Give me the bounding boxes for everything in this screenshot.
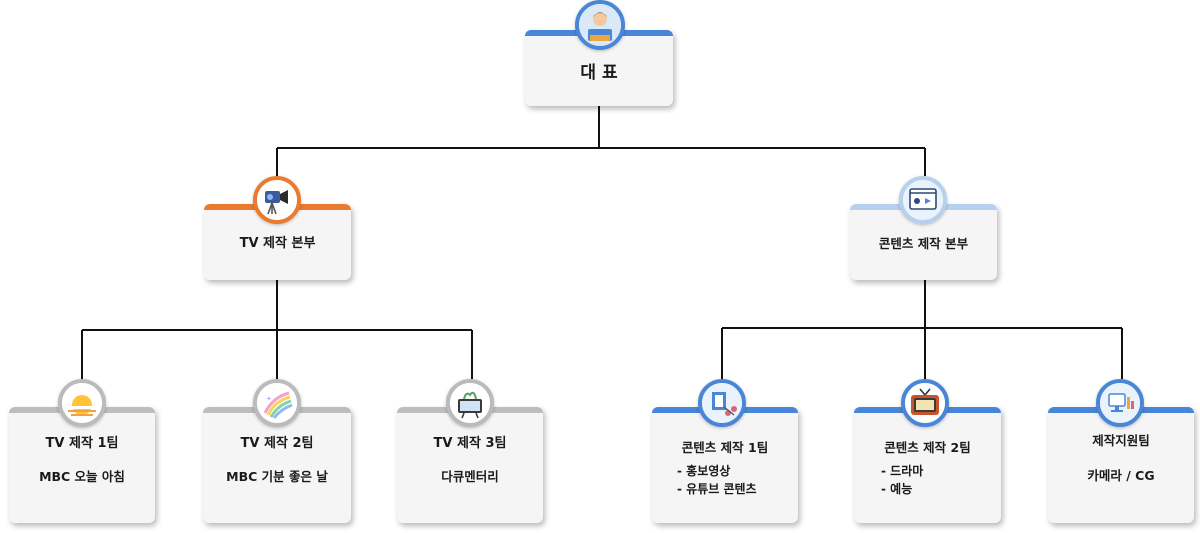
team-title: 콘텐츠 제작 1팀 [681, 440, 769, 455]
cg-workstation-icon [1096, 379, 1144, 427]
team-program: 카메라 / CG [1087, 468, 1155, 483]
retro-tv-icon [901, 379, 949, 427]
team-duty-item: - 홍보영상 [677, 464, 731, 478]
team-title: 콘텐츠 제작 2팀 [884, 440, 971, 455]
division-title: 콘텐츠 제작 본부 [878, 236, 969, 251]
tv-camera-icon [253, 176, 301, 224]
team-title: TV 제작 3팀 [433, 436, 507, 451]
team-duty-item: - 드라마 [881, 464, 924, 478]
team-duty-item: - 예능 [881, 482, 913, 496]
video-player-icon [899, 176, 947, 224]
documentary-icon [446, 379, 494, 427]
ceo-person-icon [575, 0, 625, 50]
team-duty-item: - 유튜브 콘텐츠 [677, 482, 757, 496]
team-duty-list: - 드라마 - 예능 [881, 462, 923, 498]
film-edit-icon [698, 379, 746, 427]
team-title: TV 제작 1팀 [45, 436, 119, 451]
team-duty-list: - 홍보영상 - 유튜브 콘텐츠 [677, 462, 757, 498]
team-program: 다큐멘터리 [441, 469, 499, 484]
division-title: TV 제작 본부 [239, 236, 316, 251]
svg-text:✦: ✦ [266, 395, 272, 403]
team-program: MBC 기분 좋은 날 [226, 469, 328, 484]
ceo-card: 대 표 [525, 30, 673, 106]
team-program: MBC 오늘 아침 [39, 469, 125, 484]
rainbow-icon: ✦ [253, 379, 301, 427]
sunrise-icon [58, 379, 106, 427]
ceo-title: 대 표 [580, 63, 618, 83]
team-title: 제작지원팀 [1092, 433, 1150, 448]
team-title: TV 제작 2팀 [240, 436, 314, 451]
